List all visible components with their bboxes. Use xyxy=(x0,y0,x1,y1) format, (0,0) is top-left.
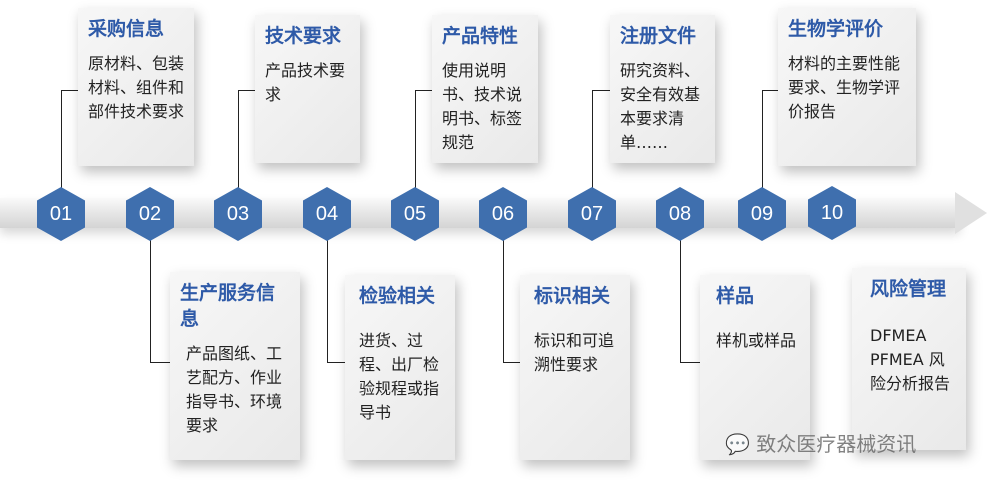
card-step-10: 风险管理 DFMEA PFMEA 风险分析报告 xyxy=(852,268,966,450)
step-number-10: 10 xyxy=(808,186,856,240)
connector-06-h xyxy=(503,362,520,363)
card-title: 技术要求 xyxy=(265,25,342,47)
card-title: 注册文件 xyxy=(620,25,697,47)
watermark: 💬 致众医疗器械资讯 xyxy=(725,428,916,457)
step-number-05: 05 xyxy=(391,187,439,241)
card-title: 风险管理 xyxy=(870,278,947,300)
connector-09-h xyxy=(762,90,778,91)
connector-08 xyxy=(680,240,681,362)
connector-03-h xyxy=(238,90,255,91)
card-step-03: 技术要求产品技术要求 xyxy=(255,15,360,163)
step-number-06: 06 xyxy=(479,187,527,241)
card-step-05: 产品特性使用说明书、技术说明书、标签规范 xyxy=(432,15,538,163)
card-step-07: 注册文件研究资料、安全有效基本要求清单…… xyxy=(610,15,715,163)
connector-02-h xyxy=(150,362,170,363)
timeline-arrowhead xyxy=(955,192,987,234)
card-title: 采购信息 xyxy=(88,18,165,40)
card-step-06: 标识相关标识和可追溯性要求 xyxy=(520,275,630,460)
card-step-01: 采购信息原材料、包装材料、组件和部件技术要求 xyxy=(78,8,194,166)
connector-09 xyxy=(762,90,763,190)
card-body: DFMEA PFMEA 风险分析报告 xyxy=(870,326,951,393)
card-title: 生产服务信息 xyxy=(180,282,276,330)
card-title: 标识相关 xyxy=(534,285,611,307)
step-number-08: 08 xyxy=(656,187,704,241)
connector-01 xyxy=(61,90,62,190)
card-title: 样品 xyxy=(716,285,755,307)
wechat-icon: 💬 xyxy=(725,432,750,456)
card-step-09: 生物学评价材料的主要性能要求、生物学评价报告 xyxy=(778,8,916,166)
card-body: 材料的主要性能要求、生物学评价报告 xyxy=(788,54,901,121)
step-number-04: 04 xyxy=(303,187,351,241)
step-number-07: 07 xyxy=(568,187,616,241)
connector-06 xyxy=(503,240,504,362)
connector-05-h xyxy=(415,90,432,91)
connector-04 xyxy=(327,240,328,362)
card-body: 产品图纸、工艺配方、作业指导书、环境要求 xyxy=(186,344,283,435)
card-body: 样机或样品 xyxy=(716,331,797,350)
connector-08-h xyxy=(680,362,700,363)
card-title: 产品特性 xyxy=(442,25,519,47)
card-body: 使用说明书、技术说明书、标签规范 xyxy=(442,61,523,152)
card-body: 标识和可追溯性要求 xyxy=(534,331,615,374)
step-number-02: 02 xyxy=(126,187,174,241)
watermark-text: 致众医疗器械资讯 xyxy=(756,432,917,456)
card-body: 进货、过程、出厂检验规程或指导书 xyxy=(359,331,440,422)
connector-02 xyxy=(150,240,151,362)
connector-05 xyxy=(415,90,416,190)
step-number-03: 03 xyxy=(214,187,262,241)
step-number-01: 01 xyxy=(37,187,85,241)
card-body: 研究资料、安全有效基本要求清单…… xyxy=(620,61,701,152)
card-title: 生物学评价 xyxy=(788,18,884,40)
card-step-08: 样品样机或样品 xyxy=(700,275,810,460)
card-title: 检验相关 xyxy=(359,285,436,307)
step-number-09: 09 xyxy=(738,187,786,241)
connector-07-h xyxy=(592,90,610,91)
connector-07 xyxy=(592,90,593,190)
card-step-02: 生产服务信息产品图纸、工艺配方、作业指导书、环境要求 xyxy=(170,272,300,460)
card-body: 原材料、包装材料、组件和部件技术要求 xyxy=(88,54,185,121)
card-step-04: 检验相关进货、过程、出厂检验规程或指导书 xyxy=(345,275,455,460)
connector-01-h xyxy=(61,90,78,91)
card-body: 产品技术要求 xyxy=(265,61,346,104)
connector-04-h xyxy=(327,362,345,363)
connector-03 xyxy=(238,90,239,190)
